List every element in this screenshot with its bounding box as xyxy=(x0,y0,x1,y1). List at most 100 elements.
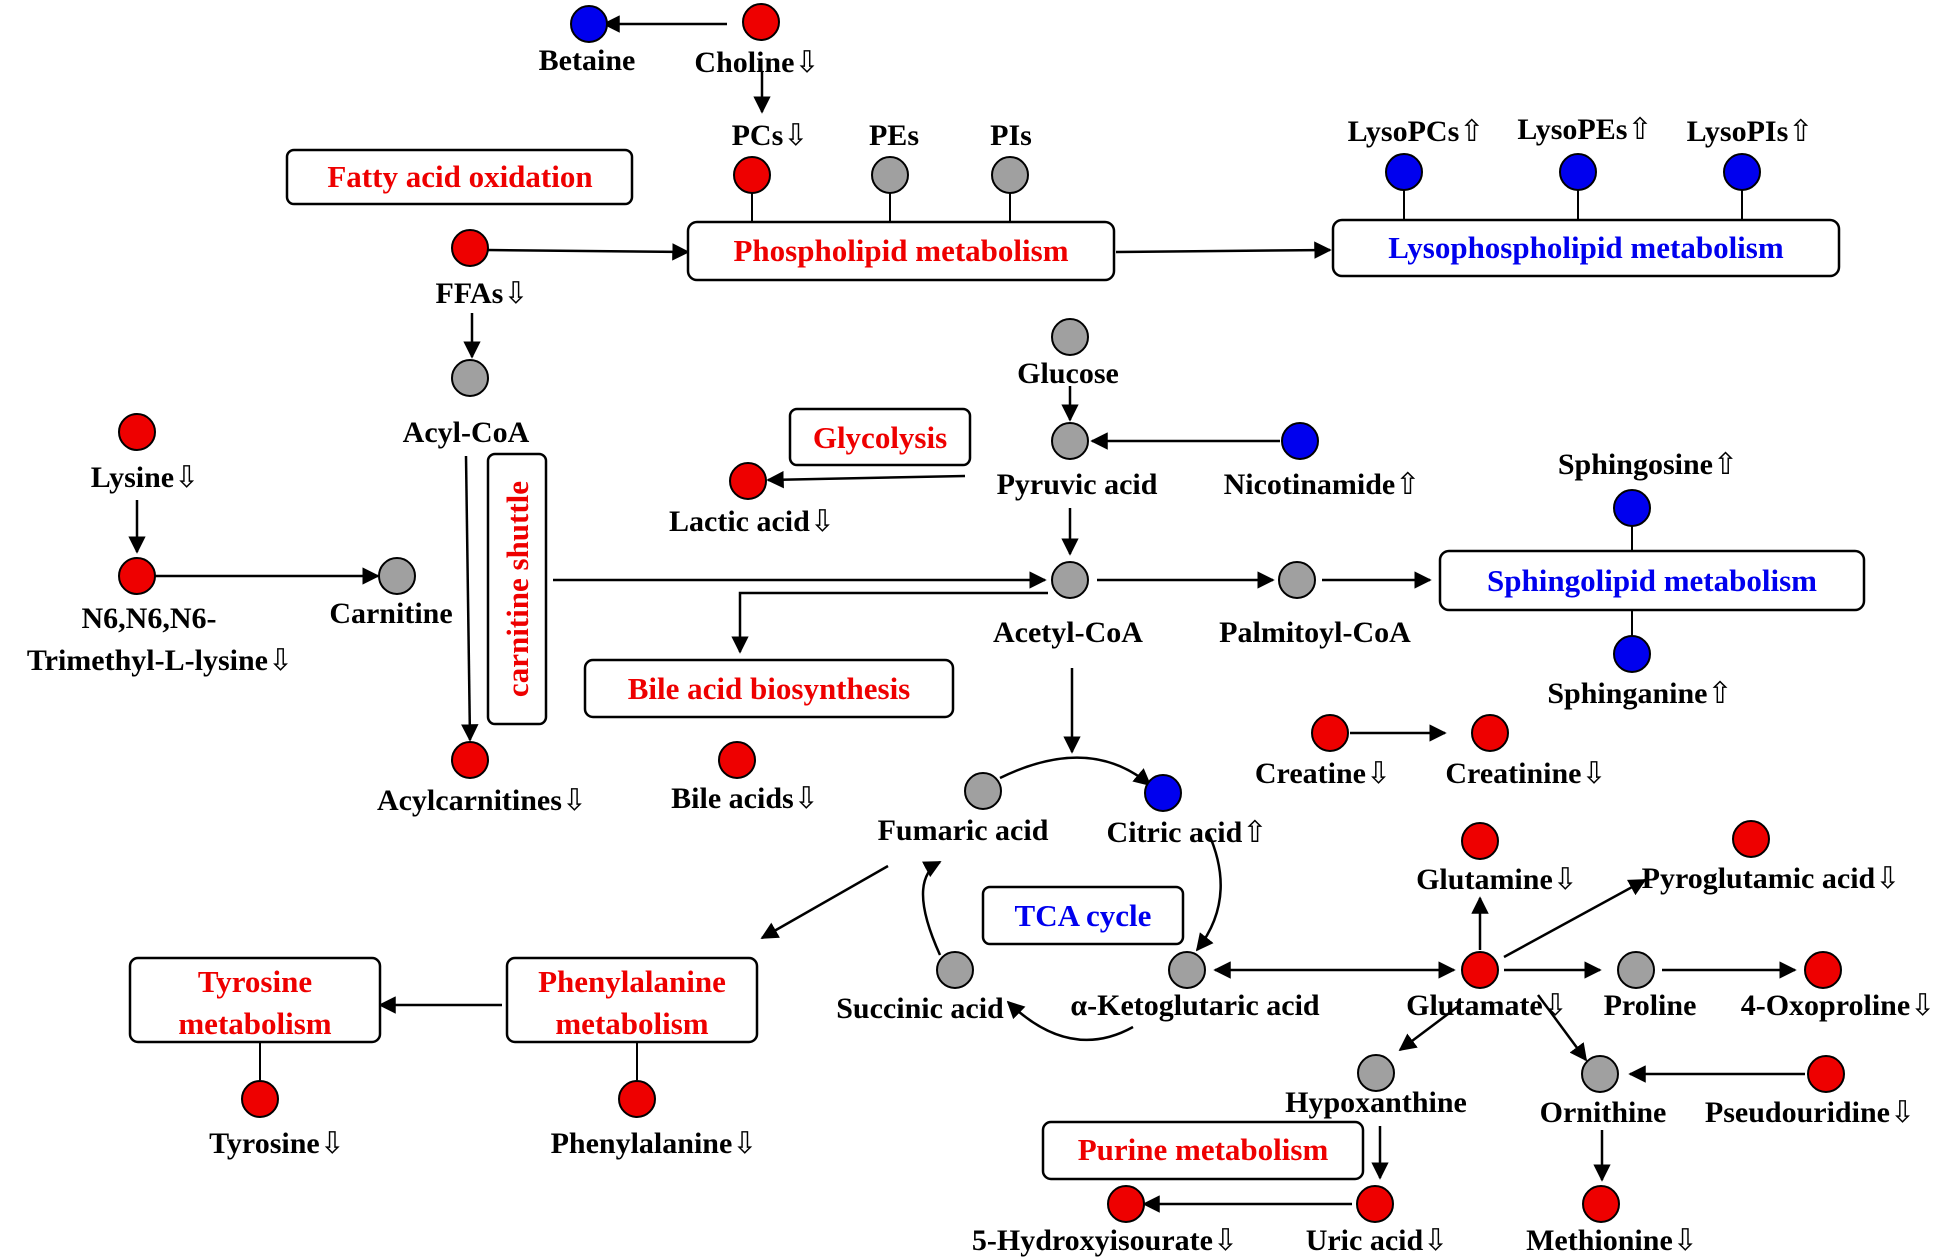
lysopcs-label: LysoPCs⇧ xyxy=(1348,114,1485,149)
phenylalanine-metabolism-label-2: metabolism xyxy=(555,1006,708,1041)
trimethyl-lysine-node xyxy=(118,557,156,595)
acyl-coa-label: Acyl-CoA xyxy=(403,416,530,449)
glutamate-node xyxy=(1461,951,1499,989)
glutamine-node xyxy=(1461,822,1499,860)
box-fatty-acid-oxidation: Fatty acid oxidation xyxy=(285,148,634,206)
glucose-node xyxy=(1051,318,1089,356)
sphingosine-label: Sphingosine⇧ xyxy=(1558,447,1738,482)
pcs-label: PCs⇩ xyxy=(732,118,809,153)
box-tyrosine-metabolism: Tyrosine metabolism xyxy=(128,956,382,1044)
box-tca-cycle: TCA cycle xyxy=(981,885,1185,946)
pcs-node xyxy=(733,156,771,194)
phenylalanine-metabolism-label-1: Phenylalanine xyxy=(538,964,726,999)
creatinine-node xyxy=(1471,714,1509,752)
edge-acetyl-bileacid xyxy=(731,591,1048,654)
succinic-acid-node xyxy=(936,951,974,989)
box-phenylalanine-metabolism: Phenylalanine metabolism xyxy=(505,956,759,1044)
edge-fumaric-citric xyxy=(999,756,1152,787)
choline-label: Choline⇩ xyxy=(694,45,819,80)
glucose-label: Glucose xyxy=(1017,357,1119,390)
edge-succinic-fumaric xyxy=(921,860,942,956)
ketoglutaric-acid-node xyxy=(1168,951,1206,989)
pyroglutamic-acid-label: Pyroglutamic acid⇩ xyxy=(1642,861,1901,896)
glycolysis-label: Glycolysis xyxy=(813,420,947,455)
box-bile-acid-biosynthesis: Bile acid biosynthesis xyxy=(583,658,955,719)
citric-acid-node xyxy=(1144,774,1182,812)
uric-acid-label: Uric acid⇩ xyxy=(1306,1223,1449,1257)
glutamine-label: Glutamine⇩ xyxy=(1416,862,1578,897)
methionine-node xyxy=(1582,1185,1620,1223)
pyroglutamic-acid-node xyxy=(1732,820,1770,858)
purine-metabolism-label: Purine metabolism xyxy=(1078,1132,1329,1167)
phenylalanine-label: Phenylalanine⇩ xyxy=(551,1126,758,1161)
lysine-node xyxy=(118,413,156,451)
proline-label: Proline xyxy=(1604,989,1697,1022)
creatine-node xyxy=(1311,714,1349,752)
fumaric-acid-node xyxy=(964,772,1002,810)
phenylalanine-node xyxy=(618,1080,656,1118)
ornithine-label: Ornithine xyxy=(1540,1096,1667,1129)
betaine-node xyxy=(570,5,608,43)
hydroxyisourate-node xyxy=(1107,1185,1145,1223)
sphingolipid-metabolism-label: Sphingolipid metabolism xyxy=(1487,563,1817,598)
tca-cycle-label: TCA cycle xyxy=(1015,898,1152,933)
palmitoyl-coa-node xyxy=(1278,561,1316,599)
carnitine-label: Carnitine xyxy=(329,597,452,630)
box-sphingolipid-metabolism: Sphingolipid metabolism xyxy=(1438,549,1866,612)
lysine-label: Lysine⇩ xyxy=(91,460,200,495)
ornithine-node xyxy=(1581,1055,1619,1093)
tyrosine-node xyxy=(241,1080,279,1118)
lysophospholipid-metabolism-label: Lysophospholipid metabolism xyxy=(1388,230,1784,265)
pathway-boxes: Fatty acid oxidation Phospholipid metabo… xyxy=(128,148,1866,1181)
bile-acid-biosynthesis-label: Bile acid biosynthesis xyxy=(628,671,911,706)
lysopis-label: LysoPIs⇧ xyxy=(1687,114,1814,149)
edge-glutamate-pyroglutamic xyxy=(1503,878,1647,959)
lysopes-label: LysoPEs⇧ xyxy=(1517,112,1652,147)
tyrosine-metabolism-label-2: metabolism xyxy=(178,1006,331,1041)
citric-acid-label: Citric acid⇧ xyxy=(1107,815,1268,850)
oxoproline-node xyxy=(1804,951,1842,989)
acetyl-coa-label: Acetyl-CoA xyxy=(993,616,1143,649)
edge-fumaric-phenylalanine xyxy=(760,864,889,940)
uric-acid-node xyxy=(1356,1185,1394,1223)
bile-acids-label: Bile acids⇩ xyxy=(671,781,819,816)
nodes xyxy=(118,3,1845,1223)
nicotinamide-label: Nicotinamide⇧ xyxy=(1224,467,1421,502)
betaine-label: Betaine xyxy=(539,44,636,77)
acyl-coa-node xyxy=(451,359,489,397)
acylcarnitines-label: Acylcarnitines⇩ xyxy=(377,783,587,818)
edge-ketoglutaric-succinic xyxy=(1006,1000,1134,1042)
choline-node xyxy=(742,3,780,41)
pseudouridine-node xyxy=(1807,1055,1845,1093)
ffas-label: FFAs⇩ xyxy=(436,276,529,311)
creatine-label: Creatine⇩ xyxy=(1255,756,1391,791)
pis-node xyxy=(991,156,1029,194)
succinic-acid-label: Succinic acid xyxy=(836,992,1004,1025)
pis-label: PIs xyxy=(990,119,1032,152)
edge-pyruvic-lactic xyxy=(766,470,966,489)
carnitine-node xyxy=(378,557,416,595)
trimethyl-lysine-label-1: N6,N6,N6- xyxy=(82,602,217,635)
lactic-acid-label: Lactic acid⇩ xyxy=(669,504,835,539)
fatty-acid-oxidation-label: Fatty acid oxidation xyxy=(327,159,592,194)
box-carnitine-shuttle: carnitine shuttle xyxy=(486,452,548,726)
box-lysophospholipid-metabolism: Lysophospholipid metabolism xyxy=(1331,218,1841,278)
lysopis-node xyxy=(1723,153,1761,191)
lysopcs-node xyxy=(1385,153,1423,191)
edge-glutamate-hypoxanthine xyxy=(1398,1004,1461,1052)
sphingosine-node xyxy=(1613,489,1651,527)
bile-acids-node xyxy=(718,741,756,779)
lactic-acid-node xyxy=(729,462,767,500)
fumaric-acid-label: Fumaric acid xyxy=(878,814,1049,847)
edges xyxy=(128,15,1805,1213)
oxoproline-label: 4-Oxoproline⇩ xyxy=(1741,988,1936,1023)
nicotinamide-node xyxy=(1281,422,1319,460)
edge-acylcoa-acylcarnitines xyxy=(461,455,479,742)
pes-label: PEs xyxy=(869,119,919,152)
pes-node xyxy=(871,156,909,194)
phospholipid-metabolism-label: Phospholipid metabolism xyxy=(733,233,1068,268)
hypoxanthine-node xyxy=(1357,1054,1395,1092)
box-phospholipid-metabolism: Phospholipid metabolism xyxy=(686,220,1116,282)
tyrosine-metabolism-label-1: Tyrosine xyxy=(198,964,312,999)
